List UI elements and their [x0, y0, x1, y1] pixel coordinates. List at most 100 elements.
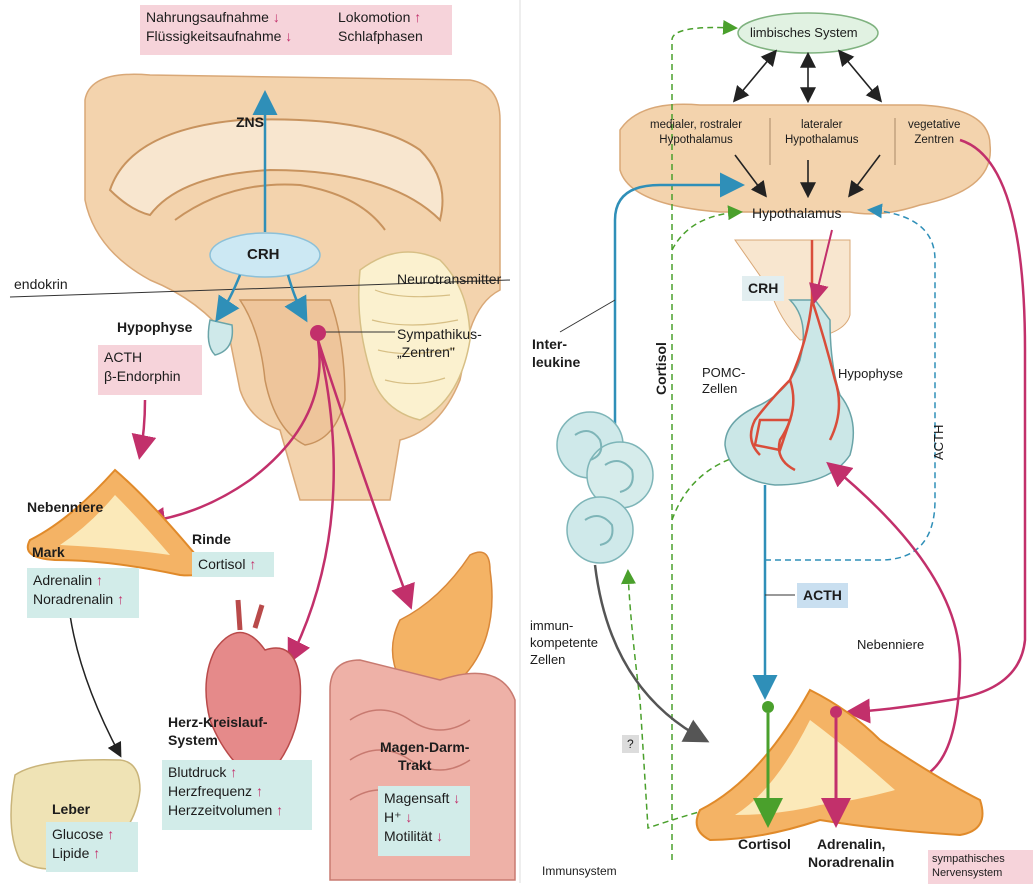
immunsystem-label: Immunsystem	[542, 862, 617, 880]
lateraler-line2: Hypothalamus	[785, 133, 859, 148]
cortisol-node	[762, 701, 774, 713]
vegetative-line1: vegetative	[908, 118, 960, 133]
interleukine-line2: leukine	[532, 353, 580, 371]
up-arrow-icon: ↑	[256, 783, 263, 799]
magen-label-1: Magen-Darm-	[380, 738, 469, 756]
heart-vessels	[238, 600, 262, 630]
immun-label: immun- kompetente Zellen	[530, 617, 598, 668]
schlafphasen-label: Schlafphasen	[338, 28, 423, 44]
hypothalamus-label: Hypothalamus	[752, 204, 842, 222]
endokrin-label: endokrin	[14, 275, 68, 293]
acth-endorphin-box: ACTH β-Endorphin	[98, 345, 202, 395]
neurotransmitter-label: Neurotransmitter	[397, 270, 501, 288]
herz-label-1: Herz-Kreislauf-	[168, 713, 268, 731]
up-arrow-icon: ↑	[230, 764, 237, 780]
acth-to-nebenniere-arrow	[140, 400, 145, 455]
herz-box: Blutdruck ↑ Herzfrequenz ↑ Herzzeitvolum…	[162, 760, 312, 830]
magen-label-2: Trakt	[398, 756, 431, 774]
crh-box-right: CRH	[742, 276, 784, 301]
immune-cells	[557, 412, 653, 563]
sympathisches-line1: sympathisches	[932, 852, 1030, 866]
sympathikus-label-2: „Zentren"	[397, 343, 455, 361]
down-arrow-icon: ↓	[436, 828, 443, 844]
endorphin-label: β-Endorphin	[104, 367, 196, 386]
behavior-box: Nahrungsaufnahme ↓ Flüssigkeitsaufnahme …	[140, 5, 452, 55]
up-arrow-icon: ↑	[414, 9, 421, 25]
stomach-illustration	[393, 552, 493, 690]
down-arrow-icon: ↓	[273, 9, 280, 25]
cortisol-bottom-label: Cortisol	[738, 835, 791, 853]
nebenniere-label-left: Nebenniere	[27, 498, 103, 516]
lokomotion-label: Lokomotion	[338, 9, 410, 25]
adrenalin-label-left: Adrenalin	[33, 572, 92, 588]
motilitaet-label: Motilität	[384, 828, 432, 844]
pomc-label: POMC- Zellen	[702, 365, 745, 397]
mark-node	[830, 706, 842, 718]
pomc-line2: Zellen	[702, 381, 745, 397]
nahrungsaufnahme-label: Nahrungsaufnahme	[146, 9, 269, 25]
herzfrequenz-label: Herzfrequenz	[168, 783, 252, 799]
question-label: ?	[627, 737, 634, 751]
lateraler-label: lateraler Hypothalamus	[785, 118, 859, 148]
up-arrow-icon: ↑	[276, 802, 283, 818]
fluessigkeitsaufnahme-label: Flüssigkeitsaufnahme	[146, 28, 281, 44]
leber-box: Glucose ↑ Lipide ↑	[46, 822, 138, 872]
glucose-label: Glucose	[52, 826, 103, 842]
interleukine-label: Inter- leukine	[532, 335, 580, 371]
down-arrow-icon: ↓	[405, 809, 412, 825]
mark-to-leber-arrow	[70, 615, 120, 755]
interleukine-pointer	[560, 300, 615, 332]
vegetative-line2: Zentren	[908, 133, 960, 148]
hypophyse-label-left: Hypophyse	[117, 318, 192, 336]
medialer-line2: Hypothalamus	[650, 133, 742, 148]
hplus-label: H⁺	[384, 809, 402, 825]
acth-vertical-label: ACTH	[930, 425, 948, 460]
question-box: ?	[622, 735, 639, 753]
interleukine-line1: Inter-	[532, 335, 580, 353]
cortisol-label-left: Cortisol	[198, 556, 245, 572]
sympathisches-line2: Nervensystem	[932, 866, 1030, 880]
immun-line1: immun-	[530, 617, 598, 634]
sympathisches-box: sympathisches Nervensystem	[928, 850, 1033, 884]
up-arrow-icon: ↑	[249, 556, 256, 572]
crh-label-right: CRH	[748, 280, 778, 296]
up-arrow-icon: ↑	[93, 845, 100, 861]
zns-label: ZNS	[236, 113, 264, 131]
cortisol-vertical-label: Cortisol	[652, 342, 670, 395]
immun-line2: kompetente	[530, 634, 598, 651]
down-arrow-icon: ↓	[453, 790, 460, 806]
cortisol-feedback-hypophyse	[672, 455, 742, 520]
medialer-line1: medialer, rostraler	[650, 118, 742, 133]
sympathikus-node	[310, 325, 326, 341]
adrenalin-bottom-line2: Noradrenalin	[808, 853, 894, 871]
medialer-label: medialer, rostraler Hypothalamus	[650, 118, 742, 148]
up-arrow-icon: ↑	[107, 826, 114, 842]
crh-label-left: CRH	[247, 246, 280, 264]
mark-label: Mark	[32, 543, 65, 561]
adrenalin-box-left: Adrenalin ↑ Noradrenalin ↑	[27, 568, 139, 618]
sympathikus-label-1: Sympathikus-	[397, 325, 482, 343]
up-arrow-icon: ↑	[117, 591, 124, 607]
blutdruck-label: Blutdruck	[168, 764, 226, 780]
hypophyse-label-right: Hypophyse	[838, 365, 903, 383]
pomc-line1: POMC-	[702, 365, 745, 381]
herz-label-2: System	[168, 731, 218, 749]
down-arrow-icon: ↓	[285, 28, 292, 44]
immun-line3: Zellen	[530, 651, 598, 668]
acth-label-left: ACTH	[104, 348, 196, 367]
adrenalin-bottom-line1: Adrenalin,	[808, 835, 894, 853]
immun-to-nebenniere-arrow	[595, 565, 705, 740]
magensaft-label: Magensaft	[384, 790, 449, 806]
acth-box-right: ACTH	[797, 583, 848, 608]
cortisol-feedback-hypothalamus	[672, 212, 740, 250]
magen-box: Magensaft ↓ H⁺ ↓ Motilität ↓	[378, 786, 470, 856]
interleukine-arrow	[615, 185, 740, 455]
up-arrow-icon: ↑	[96, 572, 103, 588]
noradrenalin-label-left: Noradrenalin	[33, 591, 113, 607]
adrenalin-bottom-label: Adrenalin, Noradrenalin	[808, 835, 894, 871]
leber-label: Leber	[52, 800, 90, 818]
lipide-label: Lipide	[52, 845, 89, 861]
rinde-label: Rinde	[192, 530, 231, 548]
vegetative-label: vegetative Zentren	[908, 118, 960, 148]
